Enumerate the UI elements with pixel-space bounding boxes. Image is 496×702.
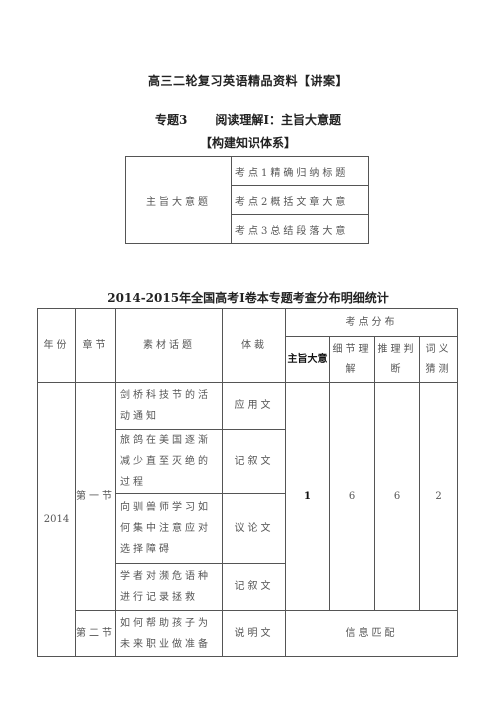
points-note-cell: 信息匹配: [285, 610, 458, 657]
header-material: 素材话题: [115, 308, 223, 383]
chapter-cell: 第二节: [75, 610, 116, 657]
header-points-group: 考点分布: [285, 308, 458, 337]
knowledge-point: 考点2概括文章大意: [231, 185, 369, 215]
header-main-idea: 主旨大意: [285, 336, 330, 383]
header-inference: 推理判断: [374, 336, 420, 383]
genre-cell: 议论文: [222, 493, 286, 564]
material-cell: 向驯兽师学习如何集中注意应对选择障碍: [115, 493, 223, 564]
header-chapter: 章节: [75, 308, 116, 383]
count-detail: 6: [329, 382, 375, 611]
genre-cell: 应用文: [222, 382, 286, 430]
topic-name: 阅读理解Ⅰ：主旨大意题: [215, 113, 341, 127]
genre-cell: 说明文: [222, 610, 286, 657]
topic-number: 专题3: [155, 113, 188, 127]
knowledge-main-topic: 主旨大意题: [125, 156, 232, 244]
knowledge-point: 考点1精确归纳标题: [231, 156, 369, 186]
section-heading: 【构建知识体系】: [199, 136, 296, 150]
material-cell: 学者对濒危语种进行记录拯救: [115, 563, 223, 611]
genre-cell: 记叙文: [222, 429, 286, 494]
year-cell: 2014: [37, 382, 76, 657]
header-year: 年份: [37, 308, 76, 383]
genre-cell: 记叙文: [222, 563, 286, 611]
header-vocab: 词义猜测: [419, 336, 458, 383]
topic-heading: 专题3 阅读理解Ⅰ：主旨大意题: [0, 111, 496, 128]
count-main-idea: 1: [285, 382, 330, 611]
count-inference: 6: [374, 382, 420, 611]
distribution-title: 2014-2015年全国高考Ⅰ卷本专题考查分布明细统计: [107, 291, 389, 305]
material-cell: 剑桥科技节的活动通知: [115, 382, 223, 430]
chapter-cell: 第一节: [75, 382, 116, 611]
knowledge-point: 考点3总结段落大意: [231, 214, 369, 244]
header-detail: 细节理解: [329, 336, 375, 383]
header-genre: 体裁: [222, 308, 286, 383]
material-cell: 旅鸽在美国逐渐减少直至灭绝的过程: [115, 429, 223, 494]
material-cell: 如何帮助孩子为未来职业做准备: [115, 610, 223, 657]
count-vocab: 2: [419, 382, 458, 611]
page-title: 高三二轮复习英语精品资料【讲案】: [147, 74, 348, 88]
knowledge-table: 主旨大意题 考点1精确归纳标题 考点2概括文章大意 考点3总结段落大意: [125, 156, 369, 244]
distribution-table: 年份 章节 素材话题 体裁 考点分布 主旨大意 细节理解 推理判断 词义猜测 2…: [37, 308, 458, 657]
